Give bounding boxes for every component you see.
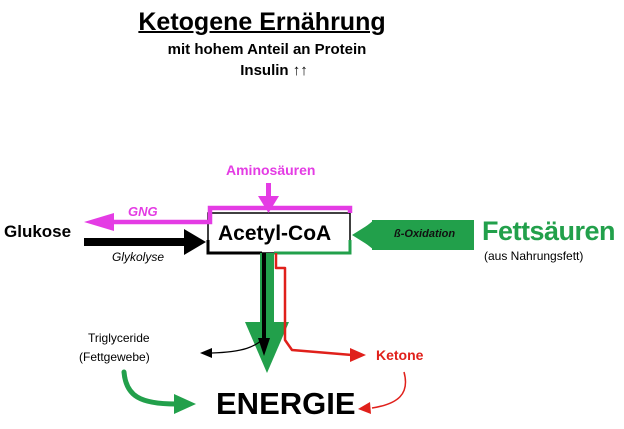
glykolyse-arrow — [84, 229, 206, 255]
fettgewebe-label: (Fettgewebe) — [79, 350, 150, 364]
fettsaeuren-label: Fettsäuren — [482, 216, 616, 246]
glykolyse-label: Glykolyse — [112, 250, 165, 264]
box-outline-colored — [206, 240, 352, 255]
ketone-label: Ketone — [376, 347, 424, 363]
acetyl-coa-label: Acetyl-CoA — [218, 222, 332, 245]
ketone-arrow — [274, 253, 366, 362]
aminosaeuren-label: Aminosäuren — [226, 162, 316, 178]
beta-oxidation-label: ß-Oxidation — [394, 228, 456, 240]
triglyceride-label: Triglyceride — [88, 331, 150, 345]
energy-arrow-black — [258, 253, 270, 356]
fat-storage-energy-arrow — [121, 369, 196, 414]
glukose-label: Glukose — [4, 222, 72, 241]
acetyl-coa-box — [207, 212, 351, 254]
ketone-energy-arrow — [358, 371, 407, 414]
energie-label: ENERGIE — [216, 386, 356, 421]
aminosaeuren-arrow — [258, 183, 279, 213]
fettsaeuren-source-label: (aus Nahrungsfett) — [484, 249, 584, 263]
gng-arrow — [84, 205, 353, 231]
gng-label: GNG — [128, 204, 158, 219]
beta-oxidation-arrow — [352, 220, 474, 250]
triglyceride-arrow — [200, 339, 263, 358]
energy-arrow-green — [245, 253, 289, 373]
insulin-note: Insulin ↑↑ — [240, 62, 308, 79]
page-subtitle: mit hohem Anteil an Protein — [167, 41, 367, 58]
page-title: Ketogene Ernährung — [138, 8, 386, 36]
